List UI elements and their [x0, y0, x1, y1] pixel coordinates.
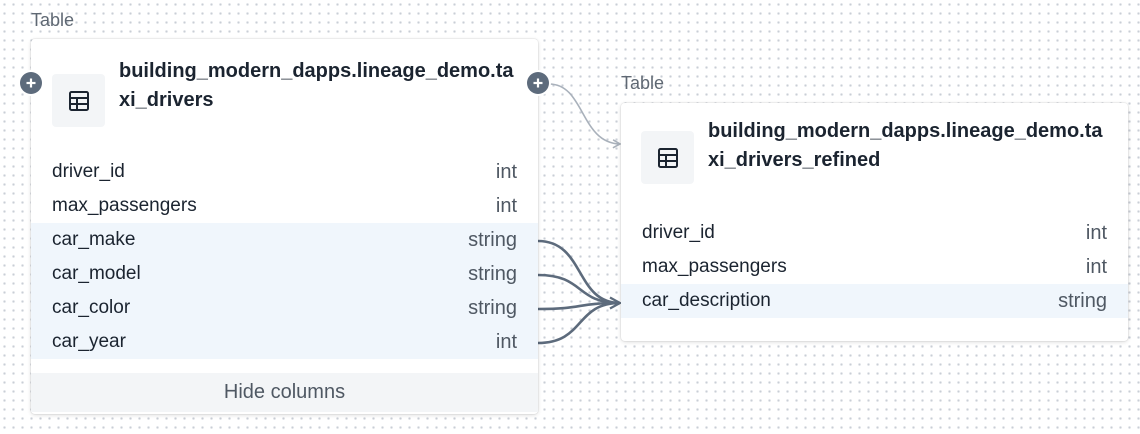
- column-name: car_make: [52, 229, 136, 250]
- column-row-car-color[interactable]: car_color string: [31, 291, 538, 325]
- column-name: max_passengers: [52, 195, 197, 216]
- column-type: int: [495, 160, 517, 183]
- node-type-label: Table: [621, 73, 665, 93]
- column-type: string: [468, 228, 517, 251]
- column-row-car-description[interactable]: car_description string: [621, 284, 1128, 318]
- column-lineage-edge-car-make: [537, 239, 621, 305]
- table-node-taxi-drivers[interactable]: building_modern_dapps.lineage_demo.taxi_…: [31, 39, 538, 414]
- column-lineage-edge-car-year: [537, 296, 623, 345]
- table-lineage-edge: [548, 83, 622, 149]
- node-title: building_modern_dapps.lineage_demo.taxi_…: [708, 120, 1103, 171]
- expand-upstream-button[interactable]: [20, 72, 42, 94]
- hide-columns-button[interactable]: Hide columns: [31, 373, 538, 412]
- column-type: string: [468, 262, 517, 285]
- column-lineage-edge-car-model: [537, 273, 621, 305]
- column-row-driver-id[interactable]: driver_id int: [621, 216, 1128, 250]
- table-icon: [641, 131, 694, 184]
- column-row-car-model[interactable]: car_model string: [31, 257, 538, 291]
- node-type-label: Table: [31, 10, 75, 30]
- node-header: building_modern_dapps.lineage_demo.taxi_…: [31, 39, 538, 169]
- column-name: car_model: [52, 263, 141, 284]
- column-type: int: [1085, 255, 1107, 278]
- table-icon: [52, 74, 105, 127]
- column-row-max-passengers[interactable]: max_passengers int: [621, 250, 1128, 284]
- column-row-max-passengers[interactable]: max_passengers int: [31, 189, 538, 223]
- plus-icon: [533, 78, 543, 88]
- plus-icon: [26, 78, 36, 88]
- column-type: int: [495, 194, 517, 217]
- node-title: building_modern_dapps.lineage_demo.taxi_…: [119, 60, 514, 111]
- column-name: car_color: [52, 297, 131, 318]
- column-type: string: [1058, 289, 1107, 312]
- column-row-driver-id[interactable]: driver_id int: [31, 155, 538, 189]
- column-name: car_description: [642, 290, 771, 311]
- column-type: string: [468, 296, 517, 319]
- column-name: driver_id: [642, 222, 715, 243]
- column-name: max_passengers: [642, 256, 787, 277]
- table-node-taxi-drivers-refined[interactable]: building_modern_dapps.lineage_demo.taxi_…: [621, 103, 1128, 341]
- node-header: building_modern_dapps.lineage_demo.taxi_…: [621, 103, 1128, 233]
- column-row-car-make[interactable]: car_make string: [31, 223, 538, 257]
- column-row-car-year[interactable]: car_year int: [31, 325, 538, 359]
- column-name: car_year: [52, 331, 126, 352]
- column-type: int: [495, 330, 517, 353]
- column-type: int: [1085, 221, 1107, 244]
- column-name: driver_id: [52, 161, 125, 182]
- expand-downstream-button[interactable]: [527, 72, 549, 94]
